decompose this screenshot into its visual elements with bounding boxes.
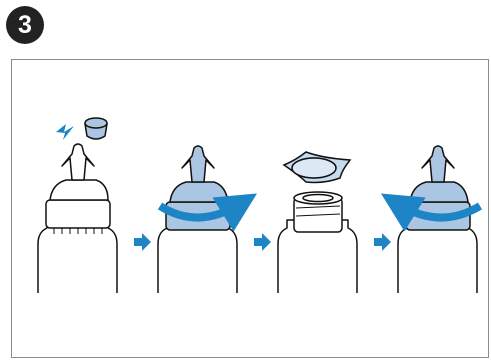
arrow-right-icon [374, 233, 391, 251]
bottle-1-nozzle [61, 143, 95, 181]
bottle-4-body [397, 219, 478, 293]
rotate-counterclockwise-icon [380, 193, 483, 232]
rotate-clockwise-icon [157, 193, 258, 232]
bottle-4-shoulder [409, 181, 469, 203]
bottle-2-nozzle [181, 145, 215, 183]
arrow-right-icon [254, 233, 271, 251]
bottle-3-seal-removed [277, 191, 358, 293]
arrow-right-icon [134, 233, 151, 251]
bottle-1-cap-removed [37, 143, 118, 293]
bottle-1-collar [45, 199, 111, 229]
bottle-1-collar-ridges [53, 228, 103, 234]
bottle-1-shoulder [49, 179, 109, 201]
bottle-4-nozzle [421, 145, 455, 183]
bottle-3-threads [295, 205, 341, 217]
bottle-2-shoulder [169, 181, 229, 203]
snap-spark-icon [56, 124, 74, 140]
seal-film-icon [282, 151, 352, 184]
cap-removed-icon [84, 117, 108, 140]
bottle-2-body [157, 219, 238, 293]
step-number-badge: 3 [6, 6, 44, 44]
